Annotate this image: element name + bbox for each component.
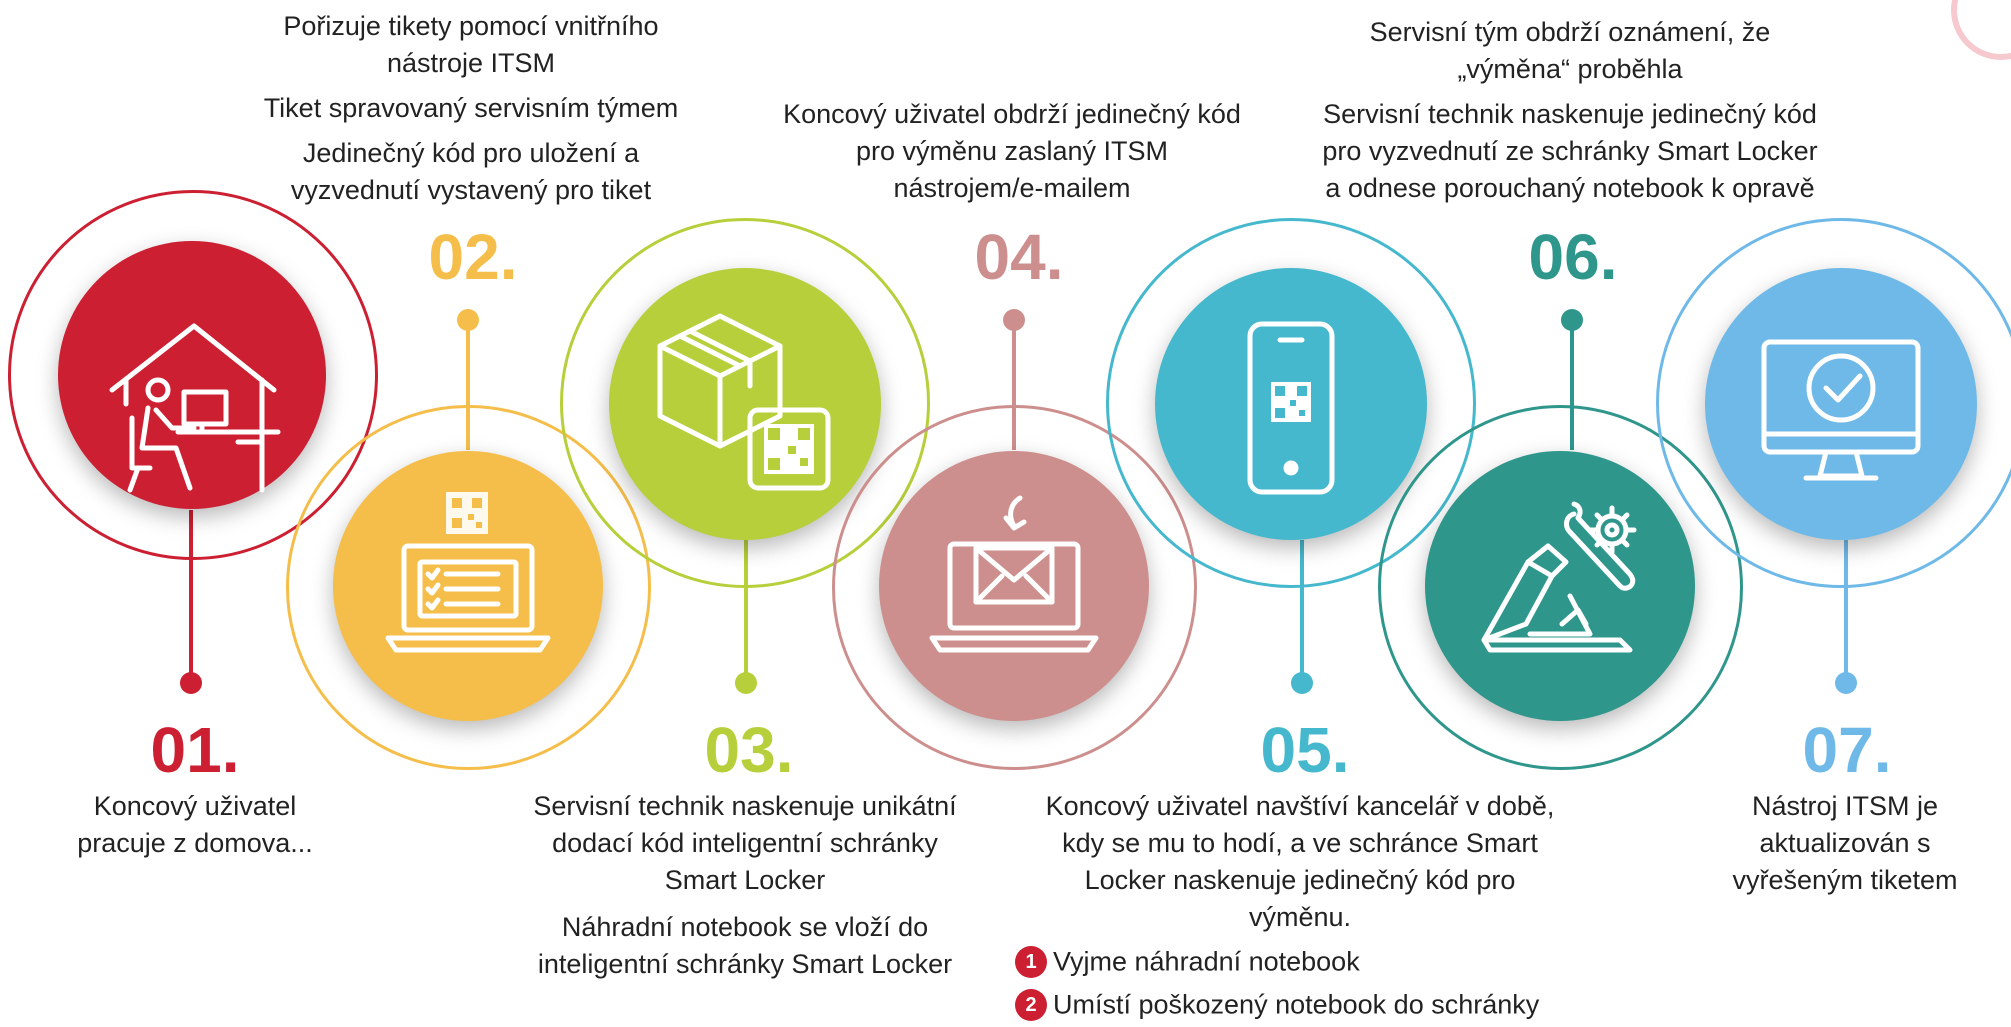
- step-1-dot: [180, 672, 202, 694]
- step-3-disc: [609, 268, 881, 540]
- step-3-dot: [735, 672, 757, 694]
- step-6-dot: [1561, 309, 1583, 331]
- laptop-email-icon: [929, 495, 1099, 653]
- step-5-number: 05.: [1260, 714, 1350, 786]
- smartphone-qr-icon: [1247, 321, 1335, 495]
- step-6-disc: [1425, 451, 1695, 721]
- step-4-description: Koncový uživatel obdrží jedinečný kód pr…: [783, 99, 1241, 203]
- substep-2-label: Umístí poškozený notebook do schránky: [1053, 989, 1540, 1020]
- step-6-ring: [1378, 405, 1743, 770]
- step-7-dot: [1835, 672, 1857, 694]
- step-6-number: 06.: [1528, 221, 1618, 293]
- broken-laptop-tools-icon: [1481, 501, 1637, 653]
- step-3-description: Servisní technik naskenuje unikátní doda…: [533, 791, 957, 979]
- home-office-icon: [109, 323, 281, 493]
- step-2-description: Pořizuje tikety pomocí vnitřního nástroj…: [263, 11, 679, 205]
- step-2-connector: [466, 320, 470, 450]
- step-4-disc: [879, 451, 1149, 721]
- step-1-connector: [189, 510, 193, 680]
- substep-2-badge: 2: [1015, 988, 1047, 1021]
- step-3-connector: [744, 540, 748, 680]
- step-4-connector: [1012, 320, 1016, 450]
- step-5-connector: [1300, 540, 1304, 680]
- package-qr-icon: [657, 313, 831, 491]
- step-1-description: Koncový uživatel pracuje z domova...: [77, 791, 313, 858]
- corner-decoration: [1951, 0, 2011, 60]
- substep-1-label: Vyjme náhradní notebook: [1053, 946, 1360, 977]
- step-1-disc: [58, 241, 326, 509]
- laptop-checklist-qr-icon: [385, 492, 551, 653]
- step-7-ring: [1656, 218, 2011, 588]
- step-6-connector: [1570, 320, 1574, 450]
- step-7-connector: [1844, 540, 1848, 680]
- step-7-number: 07.: [1802, 714, 1892, 786]
- step-1-number: 01.: [150, 714, 240, 786]
- substep-1-badge: 1: [1015, 945, 1047, 978]
- step-5-ring: [1106, 218, 1476, 588]
- monitor-check-icon: [1761, 339, 1921, 481]
- step-5-description: Koncový uživatel navštíví kancelář v dob…: [1045, 791, 1555, 932]
- step-2-dot: [457, 309, 479, 331]
- step-5-dot: [1291, 672, 1313, 694]
- step-3-number: 03.: [704, 714, 794, 786]
- step-4-dot: [1003, 309, 1025, 331]
- step-4-number: 04.: [974, 221, 1064, 293]
- step-7-description: Nástroj ITSM je aktualizován s vyřešeným…: [1732, 791, 1958, 895]
- step-2-number: 02.: [428, 221, 518, 293]
- step-7-disc: [1705, 268, 1977, 540]
- step-6-description: Servisní tým obdrží oznámení, že „výměna…: [1322, 17, 1818, 203]
- step-1-ring: [8, 190, 378, 560]
